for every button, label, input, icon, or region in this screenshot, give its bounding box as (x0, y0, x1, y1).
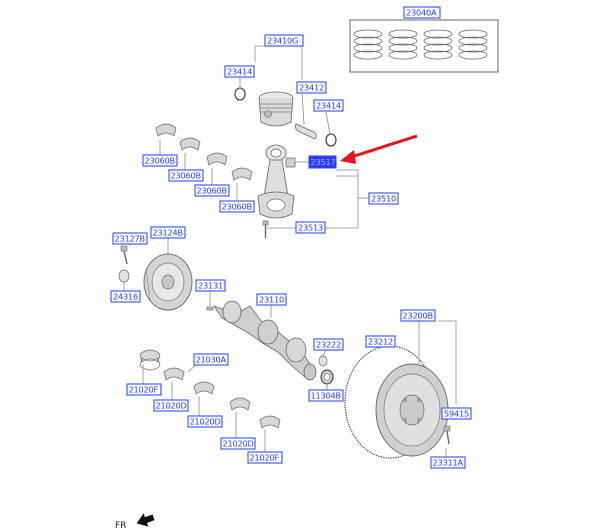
label-23131[interactable]: 23131 (195, 279, 226, 292)
label-23311A[interactable]: 23311A (430, 456, 466, 469)
label-23060B-4[interactable]: 23060B (219, 200, 255, 213)
label-21020F-1[interactable]: 21020F (126, 383, 162, 396)
label-23110[interactable]: 23110 (256, 293, 287, 306)
svg-text:23517: 23517 (311, 157, 336, 167)
svg-text:21020D: 21020D (223, 439, 254, 449)
svg-text:21020F: 21020F (250, 453, 280, 463)
svg-text:23127B: 23127B (115, 234, 146, 244)
drive-plate-illustration (375, 363, 449, 457)
label-21020D-2[interactable]: 21020D (187, 415, 223, 428)
label-23510[interactable]: 23510 (368, 192, 399, 205)
label-23040A[interactable]: 23040A (403, 6, 441, 19)
label-23060B-1[interactable]: 23060B (142, 154, 178, 167)
label-21030A[interactable]: 21030A (193, 353, 229, 366)
svg-text:23060B: 23060B (197, 186, 228, 196)
bearing-shells-upper-illustration (155, 123, 253, 181)
label-23414-right[interactable]: 23414 (313, 99, 344, 112)
label-23414-left[interactable]: 23414 (224, 65, 255, 78)
label-23410G[interactable]: 23410G (264, 34, 304, 47)
highlight-arrow (340, 134, 418, 164)
svg-text:21020D: 21020D (190, 417, 221, 427)
label-23127B[interactable]: 23127B (112, 232, 148, 245)
label-21020D-3[interactable]: 21020D (220, 437, 256, 450)
svg-text:23124B: 23124B (153, 228, 184, 238)
svg-text:23414: 23414 (227, 67, 252, 77)
key-illustration (206, 306, 214, 311)
svg-text:23222: 23222 (316, 340, 341, 350)
label-23513[interactable]: 23513 (295, 221, 326, 234)
bushing-illustration (318, 355, 328, 367)
svg-text:23513: 23513 (298, 223, 323, 233)
label-11304B[interactable]: 11304B (308, 389, 344, 402)
svg-text:23412: 23412 (299, 83, 324, 93)
conrod-bolt-nut-illustration (285, 157, 296, 168)
svg-text:21020D: 21020D (156, 401, 187, 411)
label-23060B-3[interactable]: 23060B (194, 184, 230, 197)
svg-text:23414: 23414 (316, 101, 341, 111)
label-23222[interactable]: 23222 (313, 338, 344, 351)
main-bearing-shells-illustration (139, 349, 281, 429)
snap-ring-left-illustration (234, 87, 246, 101)
plate-bolt-illustration (443, 425, 451, 445)
svg-text:23311A: 23311A (433, 458, 464, 468)
svg-text:21020F: 21020F (129, 385, 159, 395)
connecting-rod-illustration (257, 144, 295, 219)
label-23200B[interactable]: 23200B (400, 309, 436, 322)
svg-text:23110: 23110 (259, 295, 284, 305)
svg-text:23131: 23131 (198, 281, 223, 291)
svg-text:23060B: 23060B (171, 171, 202, 181)
svg-text:24316: 24316 (113, 292, 138, 302)
label-23060B-2[interactable]: 23060B (168, 169, 204, 182)
crankshaft-illustration (212, 300, 317, 381)
damper-pulley-illustration (143, 253, 193, 311)
label-23212[interactable]: 23212 (365, 335, 396, 348)
svg-text:23200B: 23200B (403, 311, 434, 321)
label-23412[interactable]: 23412 (296, 81, 327, 94)
label-23517[interactable]: 23517 (308, 155, 337, 169)
piston-pin-illustration (294, 123, 317, 140)
conrod-bolt-illustration (262, 220, 269, 238)
label-59415[interactable]: 59415 (441, 407, 472, 420)
bearing-rear-illustration (320, 369, 334, 385)
svg-text:23060B: 23060B (222, 202, 253, 212)
piston-illustration (258, 91, 294, 127)
svg-text:23040A: 23040A (406, 8, 437, 18)
svg-text:23060B: 23060B (145, 156, 176, 166)
svg-text:59415: 59415 (444, 409, 469, 419)
svg-text:23510: 23510 (371, 194, 396, 204)
front-direction-label: FR (115, 521, 126, 528)
svg-text:23410G: 23410G (267, 36, 298, 46)
washer-illustration (118, 269, 130, 283)
pulley-bolt-illustration (120, 245, 128, 265)
label-21020D-1[interactable]: 21020D (153, 399, 189, 412)
label-24316[interactable]: 24316 (110, 290, 141, 303)
svg-text:11304B: 11304B (311, 391, 342, 401)
snap-ring-right-illustration (325, 133, 337, 147)
front-direction-marker: FR (115, 513, 155, 528)
svg-text:23212: 23212 (368, 337, 393, 347)
label-23124B[interactable]: 23124B (150, 226, 186, 239)
label-21020F-2[interactable]: 21020F (247, 451, 283, 464)
svg-text:21030A: 21030A (196, 355, 227, 365)
piston-rings-illustration (349, 19, 499, 73)
